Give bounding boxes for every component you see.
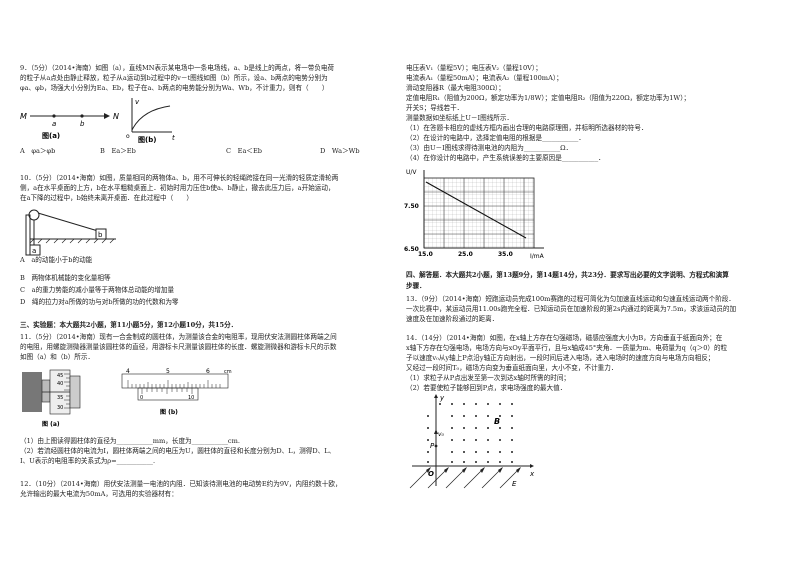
fig-y: y	[439, 394, 445, 402]
ruler-unit: cm	[224, 369, 232, 375]
q11-line3: 如图（a）和（b）所示．	[20, 353, 95, 361]
q14-sub1: （1）求粒子从P点出发至第一次到达x轴时所需的时间；	[406, 374, 571, 382]
sc-45: 45	[57, 373, 63, 379]
graph-xlabel: I/mA	[530, 253, 545, 260]
equip-ammeters: 电流表A₁（量程50mA）；电流表A₂（量程100mA）；	[406, 74, 563, 82]
q11-fig-b-caption: 图 (b)	[160, 408, 178, 416]
equip-data-note: 测量数据如坐标纸上U－I图线所示．	[406, 114, 514, 122]
q12-stem: 12．（10分）（2014•海南）用伏安法测量一电池的内阻．已知该待测电池的电动…	[20, 480, 342, 488]
fig-E: E	[512, 480, 517, 488]
q10-line2: 侧，a在水平桌面的上方，b在水平粗糙桌面上．初始时用力压住b使a、b静止，撤去此…	[20, 184, 335, 192]
q9-stem: 9．（5分）（2014•海南）如图（a），直线MN表示某电场中一条电场线，a、b…	[20, 64, 335, 72]
section-4-heading-cont: 步骤．	[406, 282, 426, 290]
q12-line2: 允许输出的最大电流为50mA，可选用的实验器材有：	[20, 490, 178, 498]
q10-option-a: A a的动能小于b的动能	[20, 256, 93, 264]
q10-option-d: D 绳的拉力对a所做的功与对b所做的功的代数和为零	[20, 298, 179, 306]
q14-line2: x轴下方存在匀强电场，电场方向与xOy平面平行，且与x轴成45°夹角．一质量为m…	[406, 344, 728, 352]
ruler-4: 4	[126, 368, 130, 375]
label-M: M	[20, 112, 27, 121]
sc-40: 40	[57, 381, 63, 387]
fig-a-caption: 图(a)	[42, 131, 60, 140]
ruler-6: 6	[206, 368, 210, 375]
fig-x: x	[529, 470, 535, 478]
q9-option-d: D Wa＞Wb	[320, 147, 360, 155]
q10-option-b: B 两物体机械能的变化量相等	[20, 274, 111, 282]
fig-O: O	[428, 470, 434, 478]
equip-rheostat: 滑动变阻器R（最大电阻300Ω）；	[406, 84, 505, 92]
q9-option-a: A φa＞φb	[20, 147, 56, 155]
q9-option-c: C Ea＜Eb	[226, 147, 263, 155]
q11-sub2a: （2）若流经圆柱体的电流为I，圆柱体两端之间的电压为U，圆柱体的直径和长度分别为…	[20, 447, 336, 455]
ui-graph: U/V I/mA 7.50 6.50 15.0 25.0 35.0	[404, 169, 545, 260]
section-4-heading: 四、解答题．本大题共2小题，第13题9分，第14题14分，共23分．要求写出必要…	[406, 271, 729, 279]
q11-fig-a-caption: 图 (a)	[42, 420, 60, 428]
sc-35: 35	[57, 395, 63, 401]
q10-stem: 10．（5分）（2014•海南）如图，质量相同的两物体a、b，用不可伸长的轻绳跨…	[20, 174, 339, 182]
ytick-7-50: 7.50	[404, 203, 419, 210]
q11-sub1: （1）由上图读得圆柱体的直径为___________mm，长度为________…	[20, 437, 240, 445]
label-t: t	[172, 134, 175, 142]
q14-line1: 14．（14分）（2014•海南）如图，在x轴上方存在匀强磁场，磁感应强度大小为…	[406, 334, 723, 342]
fig-P: P	[430, 442, 435, 450]
q10-option-c: C a的重力势能的减小量等于两物体总动能的增加量	[20, 286, 175, 294]
xtick-15: 15.0	[418, 251, 433, 258]
q12-sub3: （3）由U－I图线求得待测电池的内阻为___________Ω．	[406, 144, 573, 152]
q9-line3: φa、φb，场强大小分别为Ea、Eb，粒子在a、b两点的电势能分别为Wa、Wb，…	[20, 84, 329, 92]
block-a-label: a	[32, 247, 36, 255]
fig-b-caption: 图(b)	[138, 135, 156, 144]
q13-line1: 13．（9分）（2014•海南）短跑运动员完成100m赛跑的过程可简化为匀加速直…	[406, 295, 736, 303]
q14-line4: 又经过一段时间T₀，磁场方向变为垂直纸面向里，大小不变，不计重力．	[406, 364, 618, 372]
graph-ylabel: U/V	[406, 169, 417, 176]
equip-switch: 开关S；导线若干．	[406, 104, 464, 112]
ruler-5: 5	[166, 368, 170, 375]
q13-line2: 一次比赛中，某运动员用11.00s跑完全程．已知运动员在加速阶段的第2s内通过的…	[406, 305, 737, 313]
q11-figure: 45 40 35 30 图 (a) 4 5 6 cm 0 10	[22, 368, 232, 428]
label-a: a	[52, 120, 56, 128]
q10-line3: 在a下降的过程中，b始终未离开桌面．在此过程中（ ）	[20, 194, 193, 202]
q14-line3: 子以速度v₀从y轴上P点沿y轴正方向射出，一段时间后进入电场，进入电场时的速度方…	[406, 354, 715, 362]
equip-resistors: 定值电阻R₁（阻值为200Ω，额定功率为1/8W）；定值电阻R₂（阻值为220Ω…	[406, 94, 691, 102]
q13-line3: 速度及在加速阶段通过的距离．	[406, 315, 499, 323]
sc-30: 30	[57, 405, 63, 411]
q11-sub2b: I、U表示的电阻率的关系式为ρ=___________.	[20, 457, 156, 465]
label-b: b	[80, 120, 85, 128]
fig-B: B	[494, 417, 500, 426]
q14-sub2: （2）若要使粒子能够回到P点，求电场强度的最大值．	[406, 384, 567, 392]
vernier-0: 0	[140, 395, 143, 401]
q11-stem: 11．（5分）（2014•海南）现有一合金制成的圆柱体，为测量该合金的电阻率，现…	[20, 333, 337, 341]
q10-figure: a b	[25, 209, 116, 256]
label-o: o	[126, 133, 130, 140]
vernier-10: 10	[188, 395, 194, 401]
q14-figure: y x O P v₀ B E	[409, 394, 535, 489]
q9-option-b: B Ea＞Eb	[100, 147, 136, 155]
section-3-heading: 三、实验题：本大题共2小题，第11小题5分，第12小题10分，共15分．	[20, 321, 238, 329]
q12-sub1: （1）在答题卡相应的虚线方框内画出合理的电路原理图，并标明所选器材的符号．	[406, 124, 648, 132]
q12-sub2: （2）在设计的电路中，选择定值电阻的根据是___________．	[406, 134, 585, 142]
equip-voltmeters: 电压表V₁（量程5V）；电压表V₂（量程10V）；	[406, 64, 542, 72]
block-b-label: b	[98, 231, 103, 239]
q9-line2: 的粒子从a点处由静止释放，粒子从a运动到b过程中的v－t图线如图（b）所示，设a…	[20, 74, 328, 82]
q11-line2: 的电阻，用螺旋测微器测量该圆柱体的直径，用游标卡尺测量该圆柱体的长度．螺旋测微器…	[20, 343, 337, 351]
fig-v0: v₀	[438, 431, 445, 438]
ytick-6-50: 6.50	[404, 246, 419, 253]
xtick-35: 35.0	[498, 251, 513, 258]
q12-sub4: （4）在你设计的电路中，产生系统误差的主要原因是___________．	[406, 154, 605, 162]
label-v: v	[135, 98, 140, 106]
label-N: N	[113, 112, 119, 121]
q9-figure: M N a b 图(a) v t o 图(b)	[20, 98, 175, 144]
xtick-25: 25.0	[458, 251, 473, 258]
